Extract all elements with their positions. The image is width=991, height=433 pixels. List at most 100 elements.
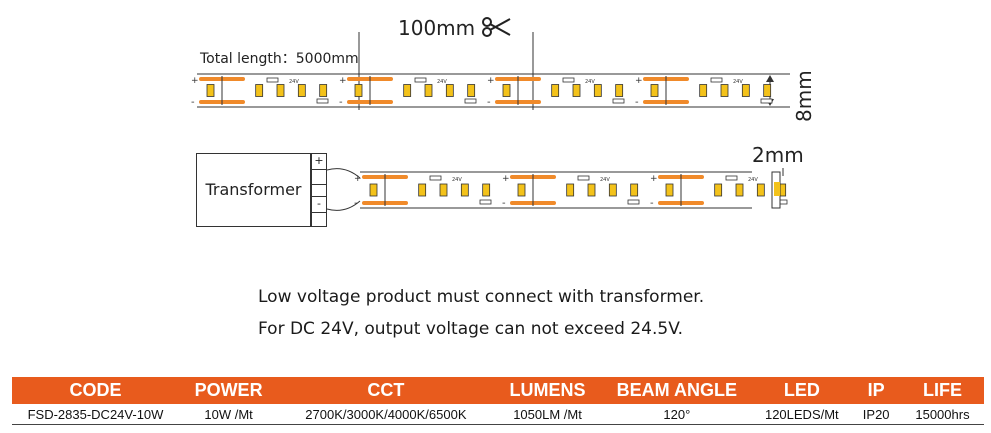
led-chip [665, 183, 674, 197]
led-chip [445, 84, 454, 97]
plus-sign: + [635, 76, 643, 86]
cell-code: FSD-2835-DC24V-10W [12, 404, 180, 425]
minus-sign: - [650, 198, 654, 209]
cell-lumens: 1050LM /Mt [493, 404, 602, 425]
total-length-label: Total length：5000mm [200, 51, 359, 67]
plus-sign: + [339, 76, 347, 86]
resistor [479, 199, 492, 205]
spec-table-header: CODE POWER CCT LUMENS BEAM ANGLE LED IP … [12, 377, 984, 404]
resistor [725, 175, 738, 181]
header-cct: CCT [278, 377, 494, 404]
header-ip: IP [851, 377, 901, 404]
led-strip-bottom: +-24V+-24V+-24V [354, 171, 788, 209]
led-chip [517, 183, 526, 197]
cell-life: 15000hrs [900, 404, 984, 425]
resistor [627, 199, 640, 205]
negative-wire [326, 200, 361, 211]
resistor [710, 77, 723, 83]
table-row: FSD-2835-DC24V-10W 10W /Mt 2700K/3000K/4… [12, 404, 984, 425]
led-chip [460, 183, 469, 197]
transformer-label: Transformer [205, 180, 302, 199]
resistor [577, 175, 590, 181]
cell-power: 10W /Mt [179, 404, 279, 425]
thickness-label: 2mm [752, 143, 804, 167]
led-chip [735, 183, 744, 197]
negative-terminal: - [312, 196, 326, 213]
led-chip [714, 183, 723, 197]
led-chip [763, 84, 772, 97]
positive-terminal: + [312, 154, 326, 170]
minus-sign: - [487, 97, 491, 108]
voltage-label: 24V [600, 177, 610, 183]
plus-sign: + [191, 76, 199, 86]
led-chip [418, 183, 427, 197]
header-lumens: LUMENS [493, 377, 602, 404]
resistor [612, 98, 625, 104]
led-chip [255, 84, 264, 97]
led-chip [482, 183, 491, 197]
led-chip [319, 84, 328, 97]
led-chip [424, 84, 433, 97]
led-chip [369, 183, 378, 197]
voltage-label: 24V [289, 79, 299, 85]
positive-wire [326, 168, 361, 179]
led-chip [593, 84, 602, 97]
led-chip [587, 183, 596, 197]
plus-sign: + [487, 76, 495, 86]
led-chip [206, 84, 215, 97]
cut-length-label: 100mm [398, 16, 512, 40]
led-chip [551, 84, 560, 97]
led-chip [650, 84, 659, 97]
led-chip [403, 84, 412, 97]
plus-sign: + [650, 174, 658, 184]
cell-beam-angle: 120° [601, 404, 753, 425]
led-chip [699, 84, 708, 97]
strip-profile-led [774, 182, 780, 196]
minus-sign: - [502, 198, 506, 209]
minus-sign: - [635, 97, 639, 108]
led-chip [572, 84, 581, 97]
minus-sign: - [339, 97, 343, 108]
led-chip [720, 84, 729, 97]
resistor [760, 98, 773, 104]
cut-length-value: 100mm [398, 16, 476, 40]
led-chip [439, 183, 448, 197]
terminal-block: + - [311, 153, 327, 227]
note-line-1: Low voltage product must connect with tr… [258, 287, 705, 307]
header-led: LED [752, 377, 852, 404]
voltage-label: 24V [585, 79, 595, 85]
header-life: LIFE [900, 377, 984, 404]
led-chip [608, 183, 617, 197]
led-chip [467, 84, 476, 97]
resistor [414, 77, 427, 83]
resistor [429, 175, 442, 181]
voltage-label: 24V [733, 79, 743, 85]
voltage-label: 24V [452, 177, 462, 183]
led-chip [756, 183, 765, 197]
led-chip [741, 84, 750, 97]
plus-sign: + [502, 174, 510, 184]
cell-led: 120LEDS/Mt [752, 404, 852, 425]
spec-table: CODE POWER CCT LUMENS BEAM ANGLE LED IP … [12, 377, 984, 425]
led-chip [502, 84, 511, 97]
transformer-box [196, 153, 311, 227]
led-chip [630, 183, 639, 197]
resistor [316, 98, 329, 104]
header-power: POWER [179, 377, 279, 404]
resistor [562, 77, 575, 83]
resistor [266, 77, 279, 83]
header-beam-angle: BEAM ANGLE [601, 377, 753, 404]
led-chip [276, 84, 285, 97]
resistor [464, 98, 477, 104]
led-strip-top: + - 24V + - 24V + - 24V + - 24V [191, 73, 773, 108]
led-chip [297, 84, 306, 97]
cell-ip: IP20 [851, 404, 901, 425]
led-chip [615, 84, 624, 97]
voltage-label: 24V [437, 79, 447, 85]
note-line-2: For DC 24V, output voltage can not excee… [258, 319, 684, 339]
led-chip [566, 183, 575, 197]
plus-sign: + [354, 174, 362, 184]
cell-cct: 2700K/3000K/4000K/6500K [278, 404, 494, 425]
scissors-icon [481, 17, 510, 37]
minus-sign: - [191, 97, 195, 108]
